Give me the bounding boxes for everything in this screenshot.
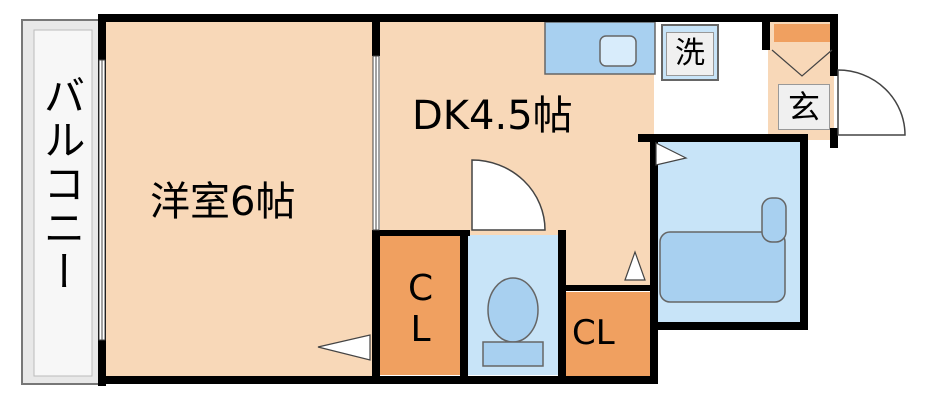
laundry-label: 洗: [666, 32, 714, 76]
dk-label: DK4.5帖: [412, 93, 573, 139]
room-door-marker: [317, 334, 371, 361]
entrance-label: 玄: [778, 84, 830, 130]
closet-right: [566, 292, 652, 376]
balcony-label: バルコニー: [37, 74, 86, 294]
closet-door-marker: [624, 250, 646, 281]
toilet-door: [471, 159, 546, 231]
western-room-floor: [105, 20, 377, 376]
closet-left: [380, 235, 464, 375]
bath-sink: [761, 197, 787, 243]
toilet-bowl: [487, 277, 539, 343]
entrance-door: [837, 69, 906, 136]
closet-right-label: CL: [572, 313, 615, 353]
bath-door-marker: [655, 142, 688, 166]
bathtub: [659, 231, 786, 303]
western-room-label: 洋室6帖: [150, 179, 296, 225]
closet-left-label: C L: [408, 268, 434, 351]
entrance-inner-door: [771, 49, 833, 77]
toilet-tank: [482, 341, 544, 367]
kitchen-sink: [599, 35, 637, 67]
